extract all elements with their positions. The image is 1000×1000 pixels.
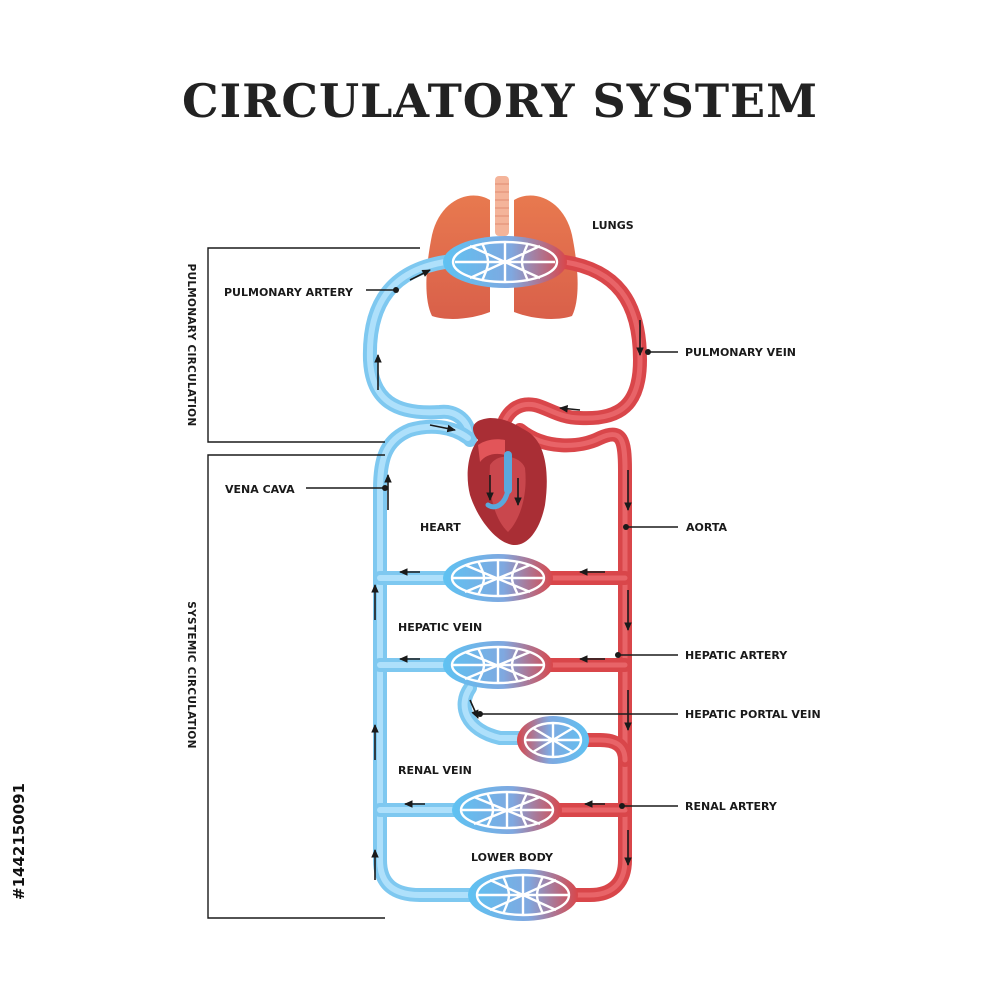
pulmonary-vein-dot xyxy=(645,349,651,355)
aorta-label: AORTA xyxy=(686,521,727,534)
hepatic-vein-label: HEPATIC VEIN xyxy=(398,621,482,634)
renal-vein-label: RENAL VEIN xyxy=(398,764,472,777)
heart-label: HEART xyxy=(420,521,461,534)
pulmonary-bracket xyxy=(207,247,420,443)
pulmonary-vein-label: PULMONARY VEIN xyxy=(685,346,796,359)
systemic-circulation-label: SYSTEMIC CIRCULATION xyxy=(185,601,197,749)
lower-body-capillary xyxy=(468,869,578,921)
pulmonary-circulation-label: PULMONARY CIRCULATION xyxy=(185,264,197,427)
vena-cava-dot xyxy=(382,485,388,491)
hepatic-portal-vein-label: HEPATIC PORTAL VEIN xyxy=(685,708,821,721)
watermark-id: #1442150091 xyxy=(10,783,28,900)
gut-capillary xyxy=(517,716,589,764)
aorta-dot xyxy=(623,524,629,530)
lower-body-label: LOWER BODY xyxy=(471,851,554,864)
renal-artery-dot xyxy=(619,803,625,809)
vena-cava-label: VENA CAVA xyxy=(225,483,295,496)
kidney-capillary xyxy=(452,786,562,834)
pulmonary-artery-dot xyxy=(393,287,399,293)
renal-artery-label: RENAL ARTERY xyxy=(685,800,778,813)
hepatic-portal-vein-dot xyxy=(477,711,483,717)
systemic-bracket xyxy=(207,454,385,919)
flow-arrows xyxy=(371,269,644,880)
hepatic-artery-label: HEPATIC ARTERY xyxy=(685,649,788,662)
lung-capillary xyxy=(443,236,567,288)
oxygenated-vessels xyxy=(498,255,647,902)
liver-capillary xyxy=(443,641,553,689)
hepatic-artery-dot xyxy=(615,652,621,658)
heart-icon xyxy=(467,418,547,545)
page-title: CIRCULATORY SYSTEM xyxy=(182,74,818,128)
lungs-label: LUNGS xyxy=(592,219,634,232)
upper-body-capillary xyxy=(443,554,553,602)
pulmonary-artery-label: PULMONARY ARTERY xyxy=(224,286,354,299)
